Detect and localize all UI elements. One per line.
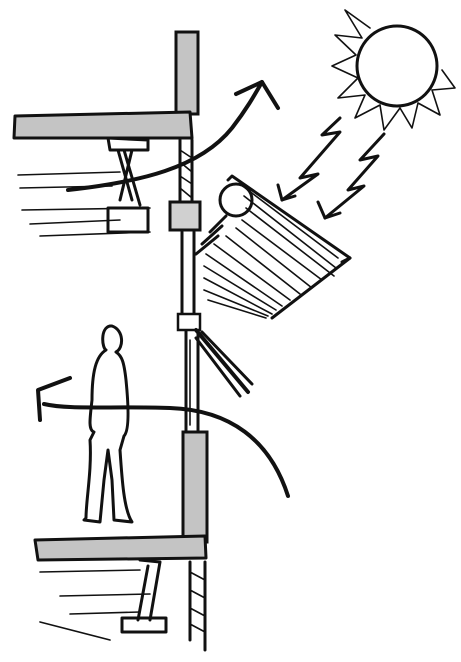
sun-icon	[331, 9, 456, 131]
ventilation-arrow-upper	[66, 80, 280, 192]
lower-floor-slab	[39, 558, 168, 641]
person-figure	[82, 324, 134, 524]
facade-wall	[168, 30, 209, 652]
middle-floor-slab	[33, 534, 208, 562]
ventilation-arrow-lower	[36, 376, 290, 498]
sun-rays	[276, 116, 386, 220]
upper-floor-slab	[12, 110, 194, 237]
retractable-awning	[194, 174, 352, 320]
operable-window-sash	[194, 328, 254, 398]
